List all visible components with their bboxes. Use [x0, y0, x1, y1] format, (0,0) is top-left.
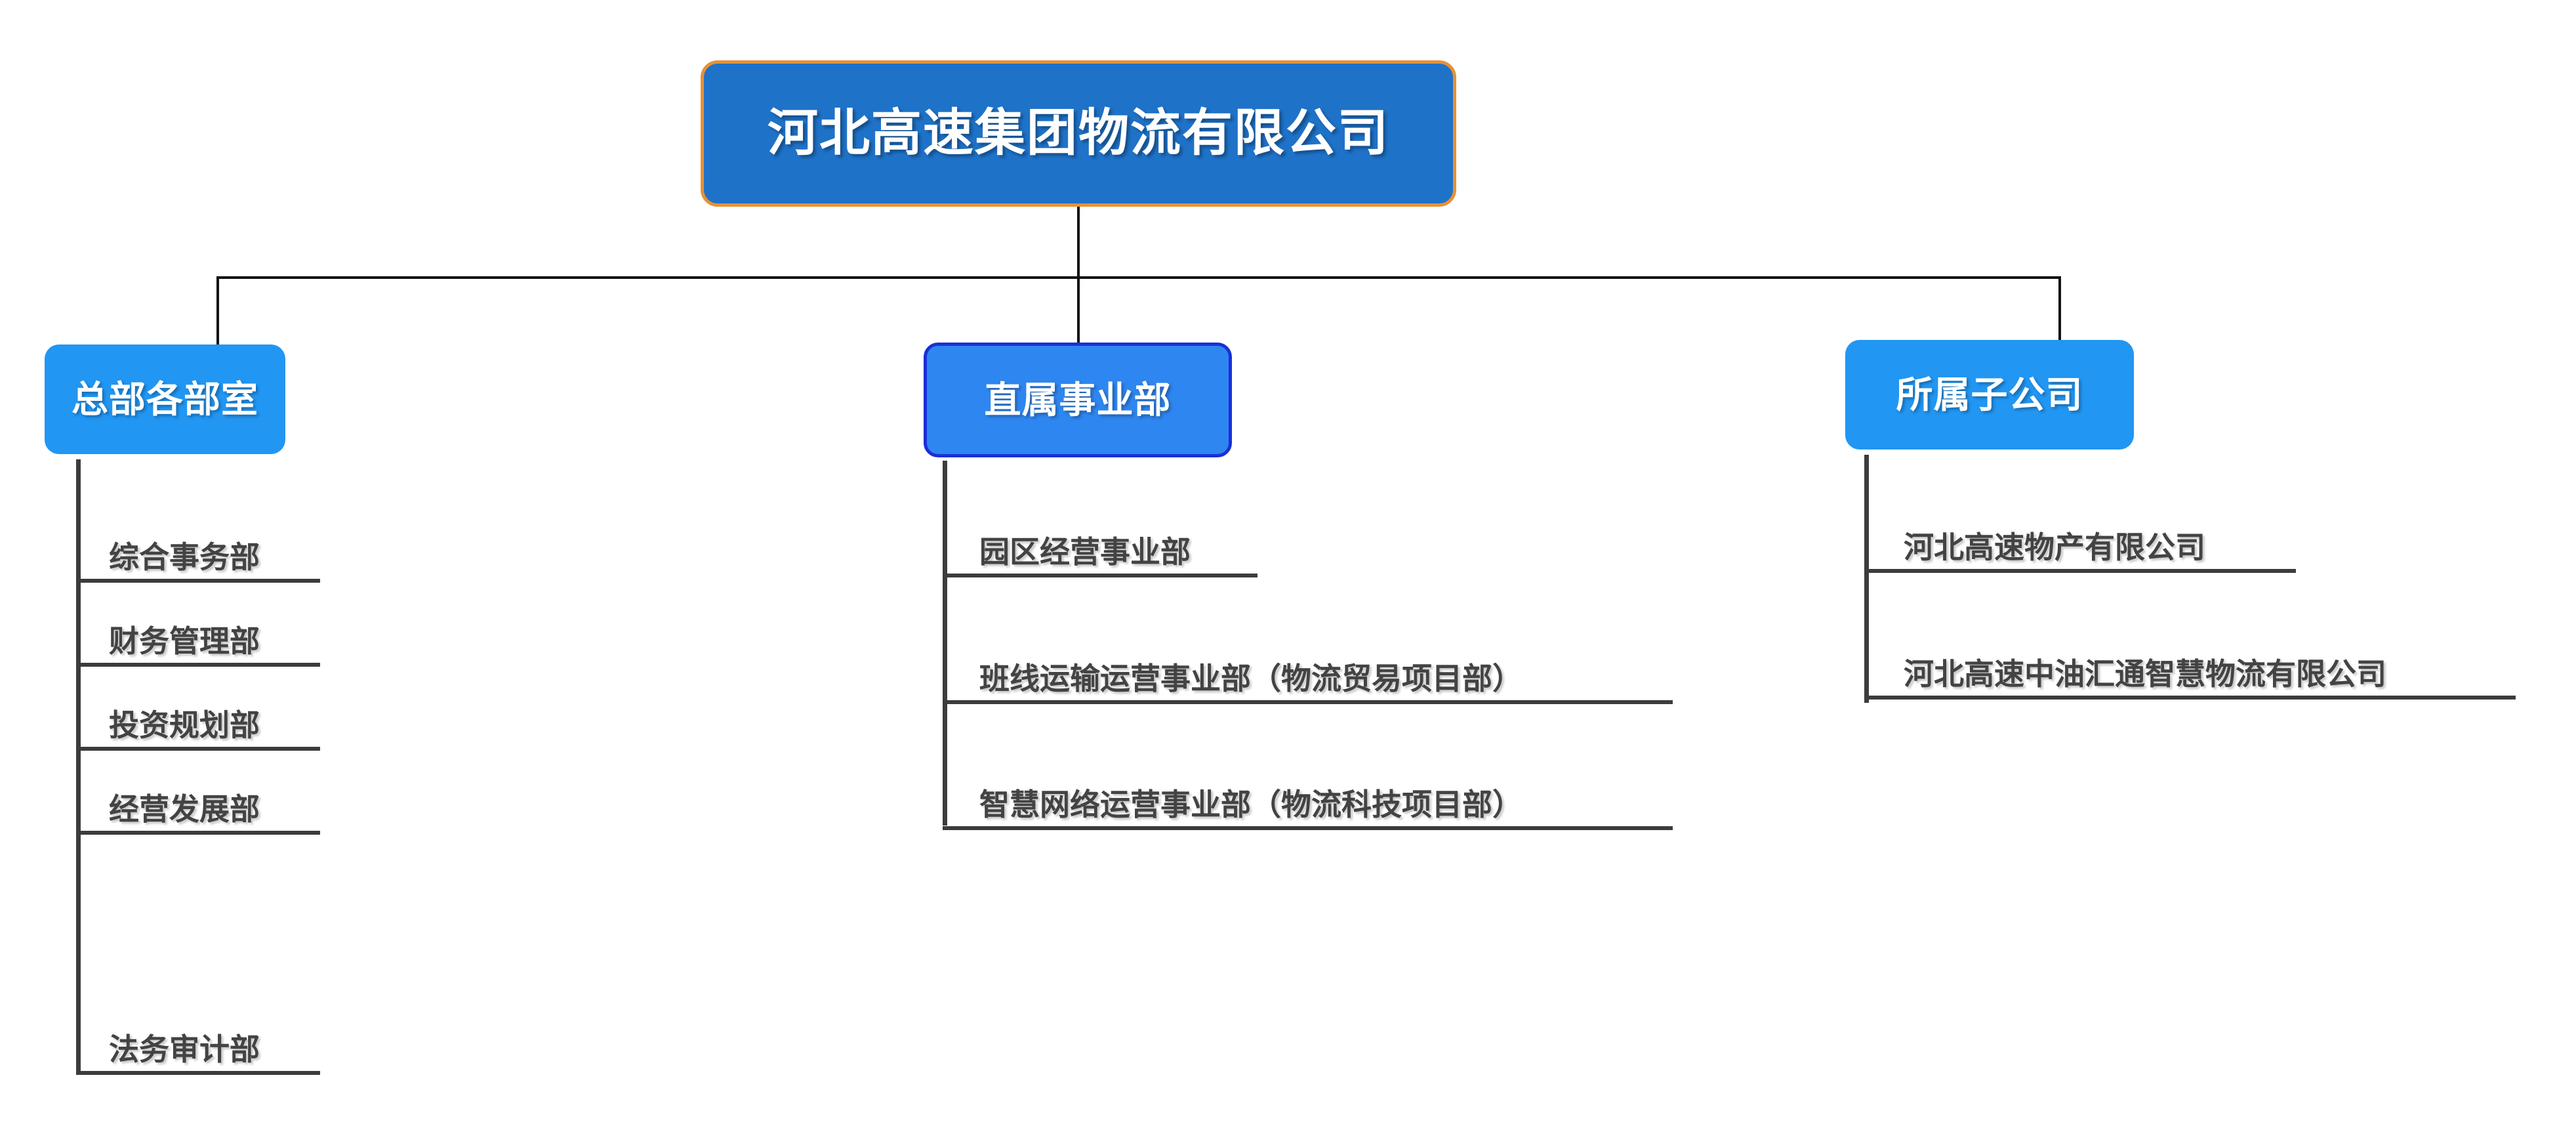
- leaf-spine-column-2: [943, 461, 947, 826]
- list-item[interactable]: 智慧网络运营事业部（物流科技项目部）: [943, 746, 1673, 830]
- leaf-label: 智慧网络运营事业部（物流科技项目部）: [979, 787, 1523, 822]
- list-item[interactable]: 班线运输运营事业部（物流贸易项目部）: [943, 620, 1673, 704]
- leaf-label: 园区经营事业部: [979, 535, 1191, 569]
- leaf-label: 河北高速中油汇通智慧物流有限公司: [1904, 657, 2386, 691]
- leaf-underline: [943, 700, 1673, 704]
- leaf-label: 法务审计部: [109, 1032, 260, 1066]
- list-item[interactable]: 法务审计部: [76, 991, 320, 1075]
- connector-branch-1-drop: [216, 276, 219, 345]
- leaf-label: 班线运输运营事业部（物流贸易项目部）: [979, 661, 1523, 696]
- root-node-company[interactable]: 河北高速集团物流有限公司: [701, 60, 1456, 207]
- branch-node-2-label: 直属事业部: [984, 379, 1172, 421]
- leaf-spine-column-3: [1864, 455, 1869, 703]
- leaf-underline: [76, 1071, 320, 1075]
- leaf-label: 投资规划部: [109, 708, 260, 742]
- branch-node-1-label: 总部各部室: [72, 378, 258, 420]
- leaf-underline: [76, 747, 320, 751]
- list-item[interactable]: 投资规划部: [76, 667, 320, 751]
- leaf-underline: [1864, 696, 2516, 700]
- leaf-underline: [76, 831, 320, 835]
- connector-root-drop: [1077, 207, 1080, 278]
- branch-node-3-label: 所属子公司: [1896, 373, 2083, 415]
- leaf-underline: [76, 663, 320, 667]
- leaf-underline: [1864, 569, 2296, 573]
- leaf-label: 综合事务部: [109, 540, 260, 574]
- connector-horizontal-bus: [216, 276, 2061, 279]
- branch-node-1[interactable]: 总部各部室: [45, 345, 285, 454]
- list-item[interactable]: 河北高速物产有限公司: [1864, 489, 2296, 573]
- leaf-underline: [76, 579, 320, 583]
- list-item[interactable]: 经营发展部: [76, 751, 320, 835]
- connector-branch-3-drop: [2058, 276, 2061, 345]
- list-item[interactable]: 财务管理部: [76, 583, 320, 667]
- branch-node-3[interactable]: 所属子公司: [1845, 340, 2134, 450]
- root-node-label: 河北高速集团物流有限公司: [767, 105, 1389, 161]
- leaf-label: 河北高速物产有限公司: [1904, 530, 2205, 564]
- list-item[interactable]: 综合事务部: [76, 499, 320, 583]
- leaf-underline: [943, 826, 1673, 830]
- branch-node-2[interactable]: 直属事业部: [924, 343, 1232, 457]
- leaf-underline: [943, 574, 1257, 577]
- list-item[interactable]: 园区经营事业部: [943, 493, 1257, 577]
- leaf-label: 财务管理部: [109, 624, 260, 658]
- connector-branch-2-drop: [1077, 276, 1080, 345]
- leaf-label: 经营发展部: [109, 792, 260, 826]
- leaf-spine-column-1: [76, 459, 81, 1075]
- list-item[interactable]: 河北高速中油汇通智慧物流有限公司: [1864, 616, 2516, 700]
